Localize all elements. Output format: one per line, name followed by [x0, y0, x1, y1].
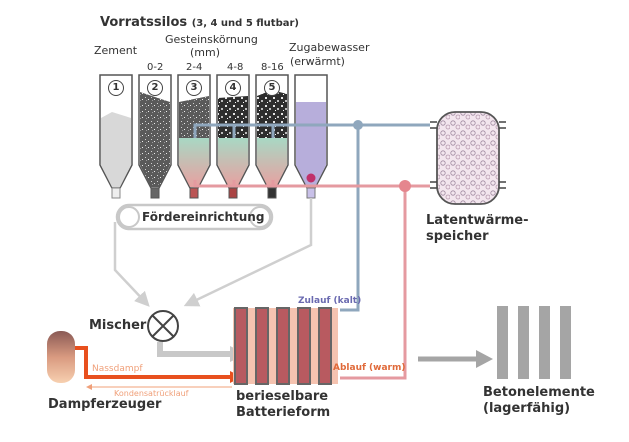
- label-zugabewasser: Zugabewasser: [289, 41, 370, 54]
- label-kondensat: Kondensatrücklauf: [114, 389, 189, 398]
- warm-water-pipe: [193, 180, 430, 380]
- mixer-to-mold-flow: [157, 342, 232, 357]
- grain-2-4: 2-4: [186, 62, 203, 73]
- silo-number-3: 3: [186, 80, 202, 96]
- label-latentwaerme-2: speicher: [426, 229, 489, 244]
- title-text: Vorratssilos: [100, 15, 188, 30]
- grain-8-16: 8-16: [261, 62, 284, 73]
- silo-number-2: 2: [147, 80, 163, 96]
- label-dampferzeuger: Dampferzeuger: [48, 397, 162, 412]
- silo-1: [99, 74, 133, 199]
- feed-lines: [113, 198, 313, 307]
- mixer-icon: [147, 310, 179, 342]
- label-batterie-1: berieselbare: [236, 389, 329, 404]
- diagram-title: Vorratssilos (3, 4 und 5 flutbar): [100, 15, 299, 30]
- silo-number-5: 5: [264, 80, 280, 96]
- label-zement: Zement: [94, 44, 138, 57]
- title-note: (3, 4 und 5 flutbar): [191, 18, 299, 29]
- silo-number-1: 1: [108, 80, 124, 96]
- label-batterie-2: Batterieform: [236, 405, 331, 420]
- silo-number-4: 4: [225, 80, 241, 96]
- label-erwaermt: (erwärmt): [290, 55, 345, 68]
- latent-heat-storage: [430, 111, 506, 205]
- concrete-elements: [497, 306, 571, 379]
- grain-4-8: 4-8: [227, 62, 244, 73]
- steam-generator: [47, 331, 75, 383]
- silo-2: [138, 74, 172, 199]
- label-beton-2: (lagerfähig): [483, 401, 571, 416]
- silo-4: [216, 74, 250, 199]
- label-gesteinskoernung: Gesteinskörnung: [165, 33, 258, 46]
- label-ablauf: Ablauf (warm): [333, 363, 406, 373]
- conveyor: [115, 203, 274, 231]
- label-mischer: Mischer: [89, 318, 147, 333]
- label-latentwaerme-1: Latentwärme-: [426, 213, 529, 228]
- battery-mold: [233, 307, 338, 385]
- label-zulauf: Zulauf (kalt): [298, 296, 362, 306]
- label-mm: (mm): [190, 46, 221, 59]
- steam-line: [75, 346, 232, 379]
- label-nassdampf: Nassdampf: [92, 364, 143, 374]
- water-valve-icon: [306, 173, 316, 183]
- label-beton-1: Betonelemente: [483, 385, 595, 400]
- silo-water: [294, 74, 328, 199]
- warm-valve-icon: [399, 180, 411, 192]
- cold-valve-icon: [353, 120, 363, 130]
- label-foerdereinrichtung: Fördereinrichtung: [142, 210, 265, 224]
- grain-0-2: 0-2: [147, 62, 164, 73]
